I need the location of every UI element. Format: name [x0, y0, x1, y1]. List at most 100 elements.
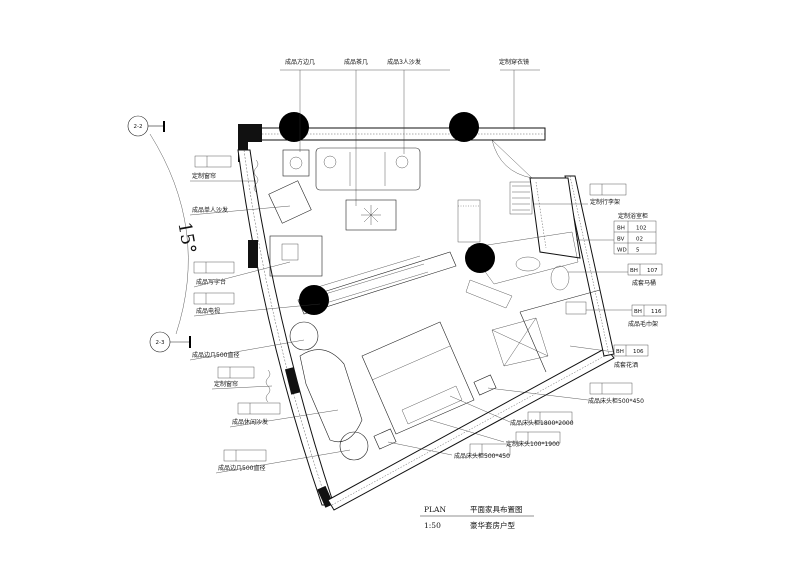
callout-side-table-square: 成品方边几 [285, 58, 315, 66]
callout-curtain-top: 定制窗帘 [192, 172, 216, 180]
door-swing-arc [491, 139, 533, 179]
sofa-3-seat [315, 147, 421, 191]
callout-side-table-round-bottom: 成品边几500直径 [218, 464, 265, 472]
callout-nightstand-left: 成品床头柜500*450 [454, 452, 510, 460]
leader [193, 261, 291, 288]
callout-coffee-table: 成品茶几 [344, 58, 368, 66]
column-1 [279, 112, 309, 142]
tag-box [589, 183, 627, 196]
bath-column [457, 199, 481, 243]
tag-box [589, 382, 633, 395]
closet-block [529, 177, 581, 259]
towel-tag-key: BH [634, 309, 642, 315]
plan-label: PLAN [424, 505, 446, 514]
callout-lounge-sofa: 成品休闲沙发 [232, 418, 268, 426]
tag-box [194, 155, 232, 168]
toilet-shape [550, 265, 570, 291]
closet-hatch [535, 181, 547, 249]
bath-partition [519, 289, 601, 313]
callout-nightstand-1800: 成品床头柜1800*2000 [510, 419, 574, 427]
spec-key-3: WD [617, 248, 627, 254]
bottom-wall [327, 347, 615, 511]
leader [449, 395, 511, 423]
toilet-tag-key: BH [630, 268, 638, 274]
nightstand-left [373, 428, 397, 450]
desk-chair [281, 243, 299, 261]
towel-rack-shape [565, 301, 587, 315]
bath-partition [519, 311, 547, 373]
callout-sofa-3: 成品3人沙发 [387, 58, 421, 66]
callouts-left: 定制窗帘 成品单人沙发 成品写字台 成品电视 成品边几500直径 定制窗帘 成品… [189, 155, 351, 474]
section-label-lower: 2-3 [156, 340, 165, 346]
callout-toilet: 成套马桶 [632, 279, 656, 287]
toilet-tag-value: 107 [647, 268, 658, 274]
coffee-table-decor [361, 205, 381, 225]
tag-box [193, 292, 235, 305]
leader [569, 345, 615, 353]
writing-desk [269, 235, 323, 277]
callout-luggage-rack: 定制行李架 [590, 198, 620, 206]
callout-wardrobe: 定制穿衣镜 [499, 58, 529, 66]
round-side-table-bottom [339, 431, 369, 461]
bath-divider [465, 279, 513, 309]
tag-box [527, 411, 573, 424]
section-mark-upper: 2-2 [127, 115, 165, 137]
callout-desk: 成品写字台 [196, 278, 226, 286]
sink-bowl [515, 256, 541, 272]
callout-single-sofa: 成品单人沙发 [192, 206, 228, 214]
tv-line [315, 271, 429, 307]
leader [215, 449, 351, 474]
table-lamp [289, 156, 303, 170]
mullion-1 [248, 240, 258, 268]
tag-box [237, 402, 281, 415]
leader [189, 339, 305, 361]
leader [487, 387, 589, 401]
callout-wardrobe-custom: 定制浴室柜 [618, 212, 648, 220]
bed-throw [401, 385, 463, 425]
spec-val-2: 02 [636, 237, 643, 243]
room-walls [237, 124, 615, 511]
leader [229, 409, 339, 428]
column-2 [449, 112, 479, 142]
column-4 [299, 285, 329, 315]
callout-nightstand-right: 成品床头柜500*450 [588, 397, 644, 405]
spec-table [613, 220, 657, 255]
section-label-upper: 2-2 [134, 124, 143, 130]
shower-tag-value: 106 [633, 349, 644, 355]
bathroom-walls [457, 177, 601, 373]
square-side-table [282, 149, 310, 177]
luggage-rack-shape [509, 181, 533, 215]
plan-scale: 1:50 [424, 521, 441, 530]
right-wall-hatch [569, 175, 610, 356]
towel-tag-value: 116 [651, 309, 662, 315]
leader [429, 419, 505, 443]
title-block: PLAN 平面家具布置图 1:50 豪华套房户型 [420, 504, 534, 530]
section-mark-lower: 2-3 [149, 331, 191, 353]
door-leaf [491, 139, 533, 179]
tag-box-shower [613, 344, 649, 357]
tv-line [311, 263, 425, 299]
bottom-wall-hatch [331, 352, 611, 506]
leader [189, 205, 291, 216]
callouts-right: 定制行李架 定制浴室柜 BH 102 BV 02 WD 5 BH 107 成套马… [387, 183, 667, 460]
tag-box [469, 443, 511, 456]
callout-bed-head: 定制床头100*1900 [506, 440, 560, 448]
spec-val-3: 5 [636, 248, 640, 254]
shower-diag [503, 317, 537, 367]
leader [211, 385, 273, 390]
tag-box [223, 449, 267, 462]
callout-towel-rack: 成品毛巾架 [628, 320, 658, 328]
spec-val-1: 102 [636, 226, 647, 232]
mullion-2 [284, 367, 300, 395]
angle-label: 15° [173, 220, 199, 255]
leader [193, 303, 321, 317]
cushion [395, 155, 409, 169]
round-side-table-top [289, 321, 319, 351]
column-3 [465, 243, 495, 273]
cushion [323, 155, 337, 169]
callout-side-table-round-top: 成品边几500直径 [192, 351, 239, 359]
leader [387, 441, 453, 456]
lounge-sofa [299, 349, 363, 443]
shower-tag-key: BH [616, 349, 624, 355]
